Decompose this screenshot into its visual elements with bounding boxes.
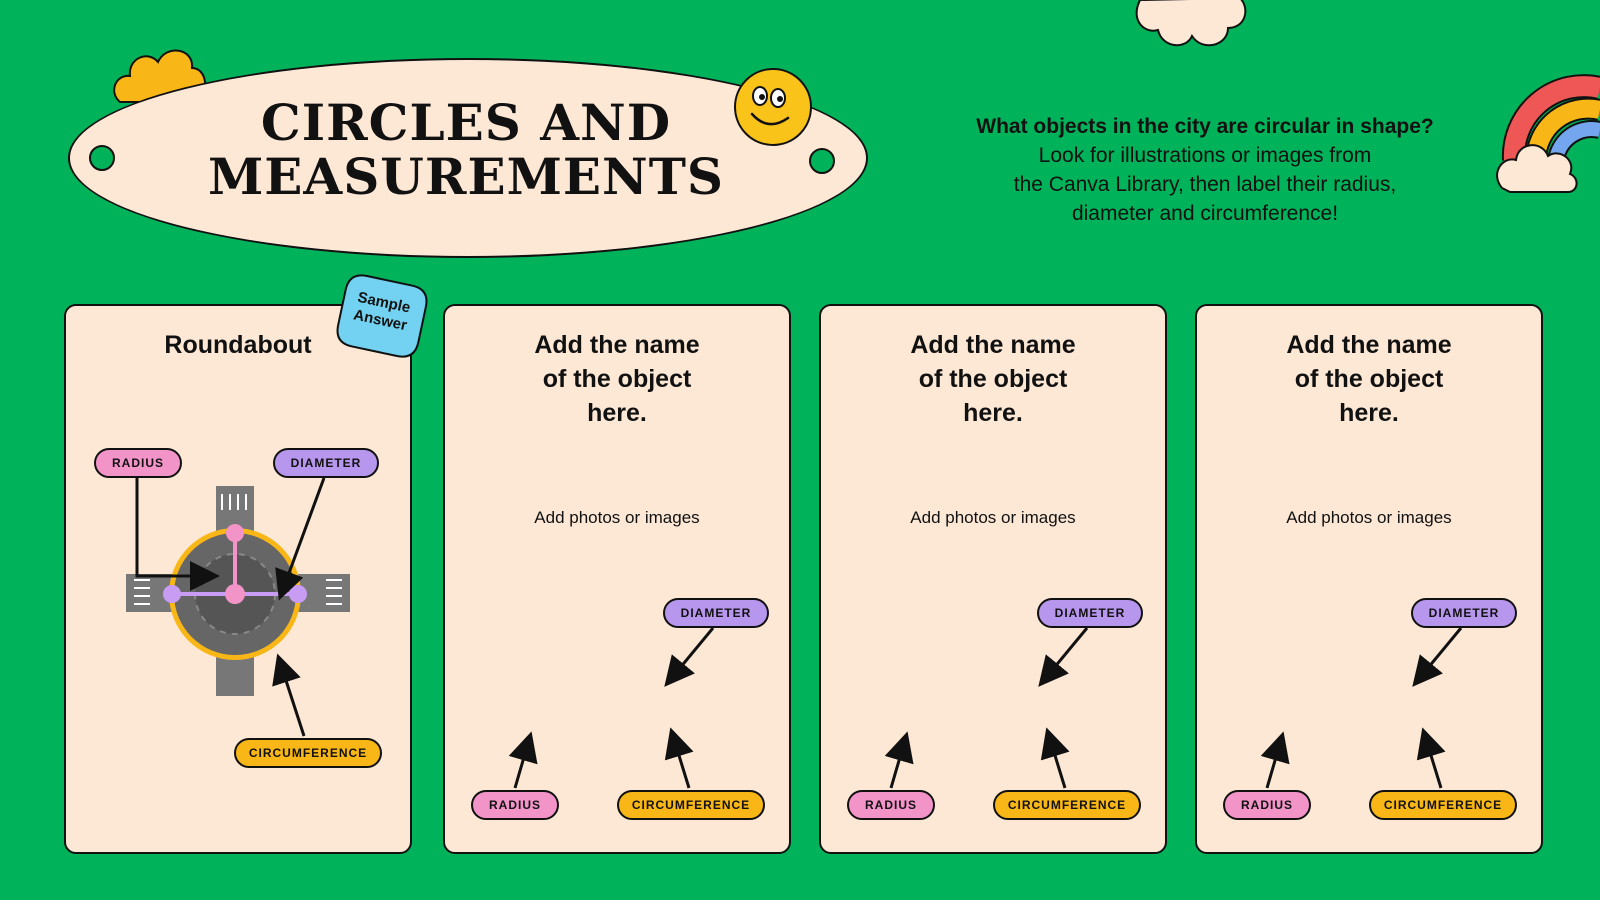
rainbow-icon [1496, 74, 1600, 193]
diameter-label: DIAMETER [1411, 598, 1517, 628]
instructions-line: the Canva Library, then label their radi… [1013, 173, 1397, 196]
arrow-icon [884, 627, 1089, 789]
page-title: CIRCLES AND MEASUREMENTS [207, 93, 725, 206]
instructions-question: What objects in the city are circular in… [976, 115, 1434, 138]
sample-card: Roundabout RADIUS DIAMETER CIRCUMFERENCE [64, 304, 412, 854]
object-card[interactable]: Add the name of the object here. Add pho… [1195, 304, 1543, 854]
object-card[interactable]: Add the name of the object here. Add pho… [819, 304, 1167, 854]
circumference-label: CIRCUMFERENCE [617, 790, 765, 820]
arrow-icon [1260, 627, 1463, 789]
circumference-label: CIRCUMFERENCE [993, 790, 1141, 820]
circumference-label: CIRCUMFERENCE [234, 738, 382, 768]
arrow-icon [135, 476, 326, 737]
circumference-label: CIRCUMFERENCE [1369, 790, 1517, 820]
photo-placeholder[interactable]: Add photos or images [1286, 508, 1452, 527]
radius-label: RADIUS [1223, 790, 1311, 820]
diameter-label: DIAMETER [273, 448, 379, 478]
card-title[interactable]: Add the name of the object here. [910, 331, 1076, 427]
radius-label: RADIUS [471, 790, 559, 820]
arrow-icon [508, 627, 715, 789]
card-title: Roundabout [164, 331, 312, 359]
photo-placeholder[interactable]: Add photos or images [534, 508, 700, 527]
banner-hole [809, 148, 835, 174]
title-banner [68, 58, 868, 258]
cloud-icon [1135, 0, 1247, 47]
object-card[interactable]: Add the name of the object here. Add pho… [443, 304, 791, 854]
instructions-line: Look for illustrations or images from [1038, 144, 1372, 167]
smiley-icon [734, 68, 812, 146]
photo-placeholder[interactable]: Add photos or images [910, 508, 1076, 527]
card-title[interactable]: Add the name of the object here. [534, 331, 700, 427]
instructions-line: diameter and circumference! [1071, 202, 1339, 225]
diameter-label: DIAMETER [1037, 598, 1143, 628]
card-title[interactable]: Add the name of the object here. [1286, 331, 1452, 427]
diameter-label: DIAMETER [663, 598, 769, 628]
instructions: What objects in the city are circular in… [910, 112, 1500, 228]
sample-badge [336, 274, 428, 358]
radius-label: RADIUS [847, 790, 935, 820]
banner-hole [89, 145, 115, 171]
radius-label: RADIUS [94, 448, 182, 478]
